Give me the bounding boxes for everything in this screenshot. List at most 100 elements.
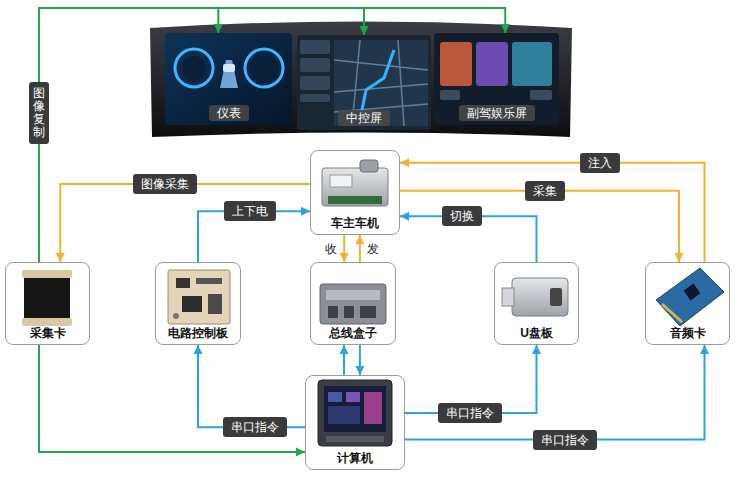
control-board-icon-part [196,278,222,284]
computer-icon [318,380,392,446]
usb-board-icon-part [550,288,562,306]
edge-label: 串口指令 [223,417,287,437]
center-screen [297,35,431,130]
computer-icon-part [328,392,342,402]
cluster-screen-part [220,60,238,88]
connector [39,8,364,262]
passenger-screen [434,33,559,125]
connector [359,235,361,262]
audio-card-icon [656,268,724,326]
device-box: U盘板 [494,262,579,345]
cluster-screen-part [182,56,206,80]
edge-label: 图像复制 [29,82,49,145]
device-box: 车主车机 [310,150,400,235]
connector [405,345,705,440]
center-screen-part [334,40,428,126]
control-board-icon-part [173,313,179,319]
bus-box-icon-part [320,284,386,324]
device-label: 音频卡 [670,326,706,340]
head-unit-icon-part [360,160,378,172]
bus-box-icon [320,284,386,324]
center-screen-part [300,94,330,102]
device-label: 电路控制板 [168,326,228,340]
device-label: U盘板 [520,326,553,340]
control-board-icon-part [168,270,230,324]
cluster-screen-part [165,33,292,125]
connector [39,345,305,452]
edge-label: 收 [324,242,338,256]
device-box: 总线盒子 [310,262,396,345]
cluster-screen-part [223,64,235,72]
device-box: 采集卡 [5,262,90,345]
edge-label: 发 [366,242,380,256]
audio-card-icon-part [656,268,724,326]
passenger-screen-part [476,42,508,86]
head-unit-icon-part [322,168,388,206]
device-label: 采集卡 [30,326,66,340]
display-screen: 中控屏 [297,35,431,130]
passenger-screen-part [530,90,552,100]
device-label: 计算机 [337,451,373,465]
edge-label: 串口指令 [438,403,502,423]
usb-board-icon-part [512,278,568,316]
connector [400,191,679,262]
device-box: 音频卡 [645,262,730,345]
capture-card-icon [22,270,72,326]
center-screen-part [334,40,428,126]
cluster-screen [165,33,292,125]
dashboard-bezel [150,22,572,138]
edge-label: 上下电 [224,201,276,221]
cluster-screen-part [252,56,276,80]
head-unit-icon-part [330,175,352,187]
center-screen-part [300,40,330,54]
dashboard-bezel-part [150,22,572,138]
edge-label: 串口指令 [533,430,597,450]
usb-board-icon [502,278,568,316]
control-board-icon-part [176,278,190,288]
screen-label: 副驾娱乐屏 [459,105,535,121]
computer-icon-part [324,386,386,432]
computer-icon-part [346,392,360,402]
passenger-screen-part [440,90,460,100]
connector [39,8,218,262]
connector [60,184,310,262]
device-label: 车主车机 [331,216,379,230]
capture-card-icon-part [22,270,72,278]
connector [343,235,345,262]
control-board-icon-part [182,296,202,312]
control-board-icon [168,270,230,324]
passenger-screen-part [440,42,472,86]
edge-label: 图像采集 [133,174,197,194]
bus-box-icon-part [328,306,338,318]
edge-label: 切换 [442,206,482,226]
edge-label: 采集 [525,181,565,201]
computer-icon-part [326,436,384,442]
device-box: 计算机 [305,375,405,470]
usb-board-icon-part [502,288,514,306]
cluster-screen-part [175,49,213,87]
computer-icon-part [364,392,382,424]
device-box: 电路控制板 [155,262,241,345]
display-screen: 副驾娱乐屏 [434,33,559,125]
bus-box-icon-part [344,306,354,318]
capture-card-icon-part [22,318,72,326]
head-unit-icon-part [328,196,382,204]
capture-card-icon-part [24,272,70,324]
connector [343,345,345,375]
head-unit-icon [322,160,388,206]
bus-box-icon-part [326,290,380,300]
connector [39,8,505,262]
connector [359,345,361,375]
passenger-screen-part [512,42,552,86]
edge-label: 注入 [580,153,620,173]
bus-box-icon-part [360,306,376,318]
device-label: 总线盒子 [329,326,377,340]
connector [198,345,305,427]
computer-icon-part [318,380,392,446]
display-screen: 仪表 [165,33,292,125]
center-screen-part [297,35,431,130]
